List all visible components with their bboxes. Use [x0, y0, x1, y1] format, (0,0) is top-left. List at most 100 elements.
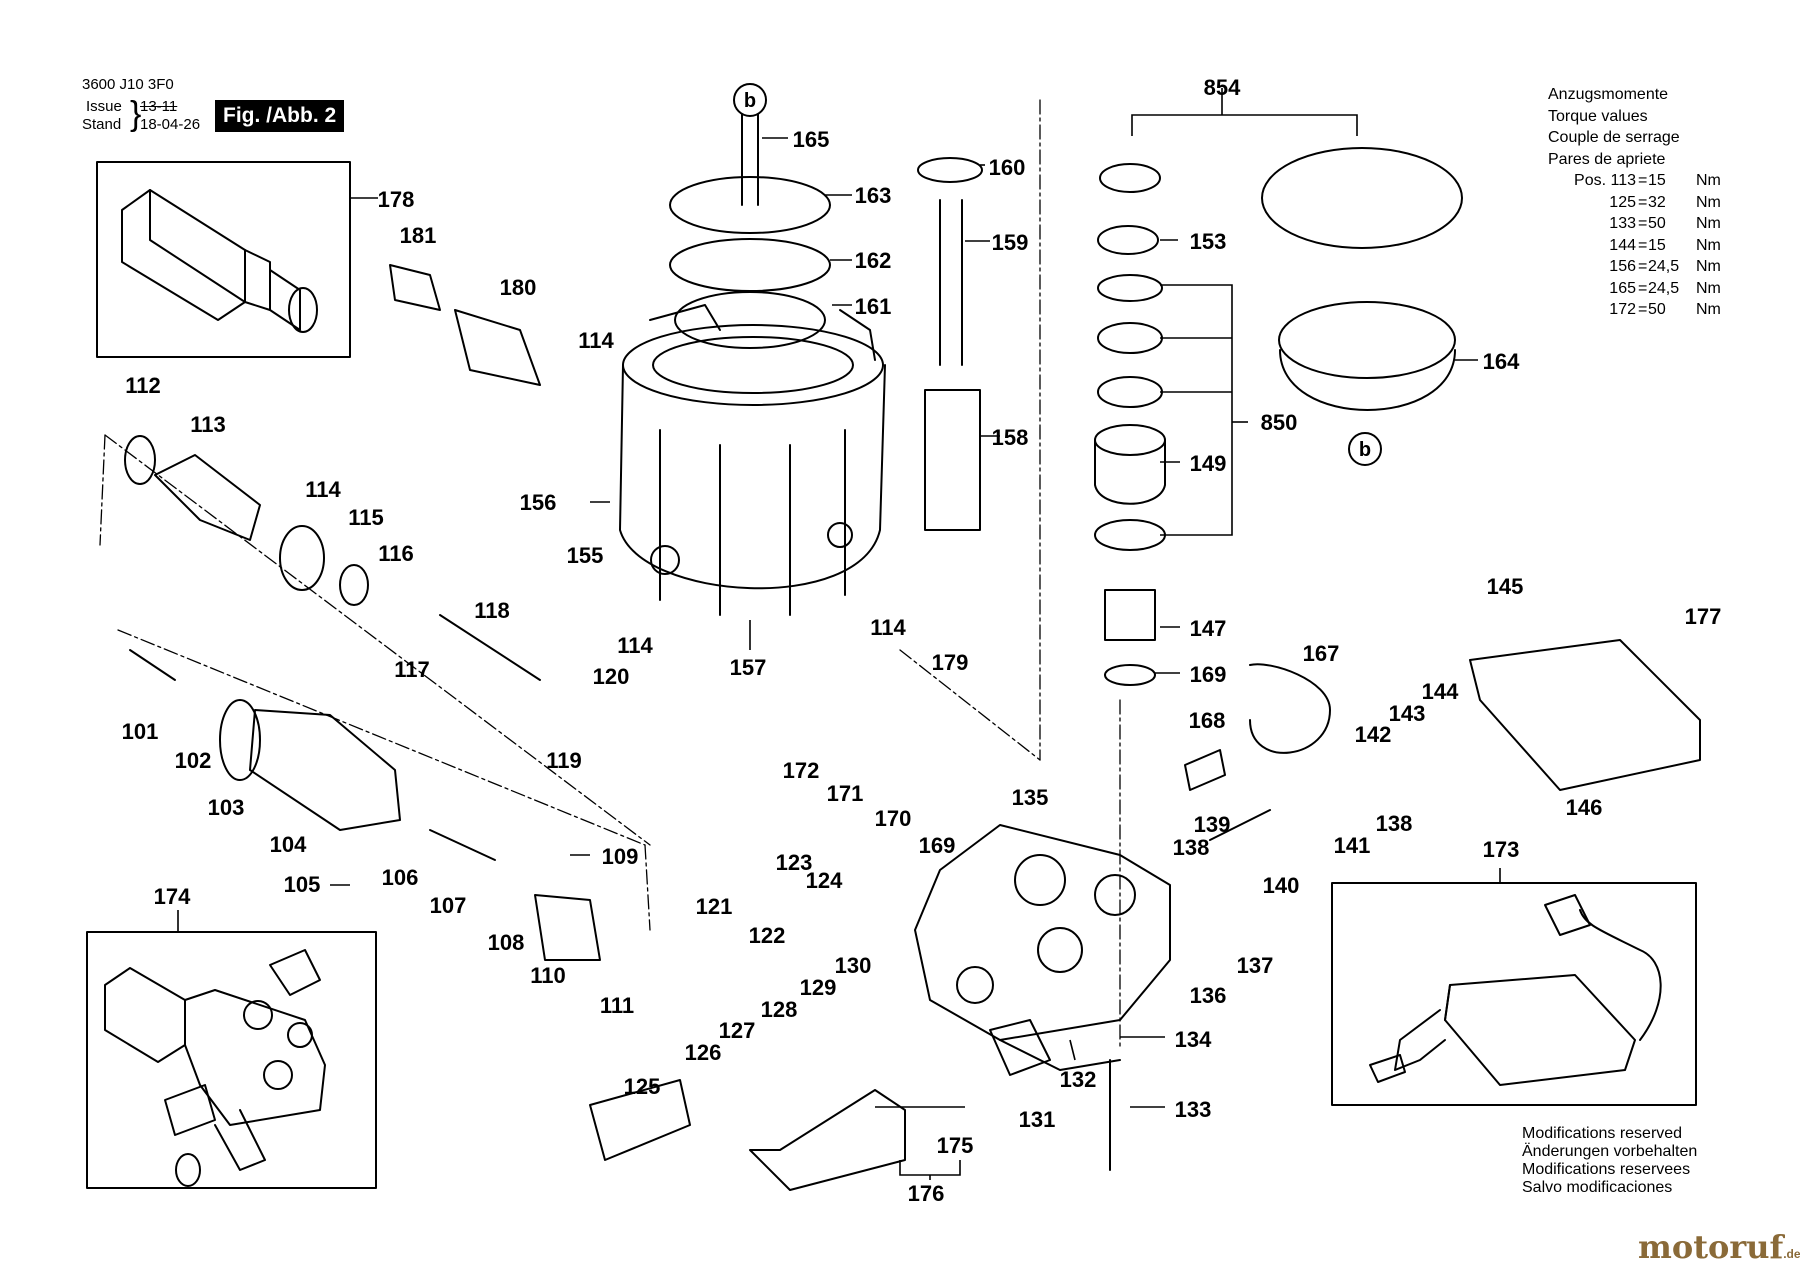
torque-unit: Nm: [1696, 215, 1721, 232]
header-brace: }: [130, 95, 142, 133]
torque-pos: 144: [1609, 236, 1636, 254]
part-169-drawing: [1104, 664, 1156, 686]
issue-label: Issue: [86, 98, 122, 115]
part-181-drawing: [389, 264, 441, 311]
torque-pos: Pos. 113: [1574, 172, 1636, 189]
part-164-drawing: [1279, 349, 1456, 411]
part-label: 178: [378, 187, 415, 212]
stand-label: Stand: [82, 116, 122, 133]
seal-ring-drawing: [1094, 519, 1166, 551]
part-number-labels: 101 102 103 104 105 106 107 108 109 110 …: [122, 75, 1722, 1206]
part-label: 850: [1261, 410, 1298, 435]
doc-number: 3600 J10 3F0: [82, 76, 174, 93]
part-label: 108: [488, 930, 525, 955]
part-label: 165: [793, 127, 830, 152]
part-label: 136: [1190, 983, 1227, 1008]
part-label: 167: [1303, 641, 1340, 666]
part-label: 114: [617, 633, 653, 658]
part-label: 170: [875, 806, 912, 831]
part-label: 163: [855, 183, 892, 208]
part-label: 146: [1566, 795, 1603, 820]
part-label: 128: [761, 997, 798, 1022]
torque-value: 32: [1648, 193, 1666, 211]
part-label: 143: [1389, 701, 1426, 726]
part-label: 125: [624, 1074, 661, 1099]
reference-mark-top: b: [733, 83, 767, 117]
part-label: 173: [1483, 837, 1520, 862]
part-157-drawing: [619, 304, 886, 616]
part-label: 104: [270, 832, 307, 857]
part-label: 180: [500, 275, 537, 300]
part-label: 119: [546, 748, 582, 773]
torque-unit: Nm: [1696, 193, 1721, 211]
part-label: 169: [919, 833, 956, 858]
figure-badge: Fig. /Abb. 2: [215, 100, 345, 132]
part-174-drawing: [104, 949, 326, 1187]
part-159-drawing: [939, 199, 963, 366]
part-label: 116: [378, 541, 414, 566]
torque-value: 24,5: [1648, 258, 1680, 275]
torque-pos: 165: [1609, 279, 1636, 297]
part-112-drawing: [124, 435, 156, 485]
part-113-drawing: [154, 454, 261, 541]
torque-unit: Nm: [1696, 172, 1721, 189]
part-160-drawing: [917, 157, 983, 183]
modifications-fr: Modifications reservees: [1522, 1161, 1691, 1178]
part-label: 114: [578, 328, 614, 353]
part-125-drawing: [589, 1079, 691, 1161]
part-label: 147: [1190, 616, 1227, 641]
part-147-drawing: [1104, 589, 1156, 641]
part-label: 131: [1019, 1107, 1056, 1132]
torque-title-en: Torque values: [1548, 107, 1648, 125]
reference-mark-text: b: [1359, 439, 1371, 461]
part-label: 144: [1422, 679, 1459, 704]
part-label: 122: [749, 923, 786, 948]
part-label: 145: [1487, 574, 1524, 599]
watermark-suffix: .de: [1783, 1247, 1800, 1261]
part-label: 138: [1173, 835, 1210, 860]
part-165-drawing: [741, 109, 759, 206]
part-label: 168: [1189, 708, 1226, 733]
inset-box-174: [86, 931, 377, 1189]
part-label: 113: [190, 412, 226, 437]
part-label: 123: [776, 850, 813, 875]
part-173-drawing: [1369, 894, 1662, 1086]
inset-box-178: [96, 161, 351, 358]
torque-unit: Nm: [1696, 258, 1721, 275]
part-164-top: [1278, 301, 1456, 379]
part-label: 126: [685, 1040, 722, 1065]
part-label: 158: [992, 425, 1029, 450]
reference-mark-bottom: b: [1348, 432, 1382, 466]
part-label: 109: [602, 844, 639, 869]
watermark: motoruf.de: [1638, 1228, 1800, 1266]
part-label: 114: [870, 615, 906, 640]
part-label: 137: [1237, 953, 1274, 978]
part-label: 115: [348, 505, 384, 530]
part-101-drawing: [129, 649, 176, 681]
part-label: 129: [800, 975, 837, 1000]
part-label: 135: [1012, 785, 1049, 810]
part-104-drawing: [249, 709, 401, 831]
part-140-drawing: [1209, 809, 1271, 841]
torque-value: 50: [1648, 301, 1666, 318]
modifications-en: Modifications reserved: [1522, 1125, 1683, 1142]
seal-ring-drawing: [1097, 274, 1163, 302]
part-label: 130: [835, 953, 872, 978]
part-label: 171: [827, 781, 864, 806]
part-168-drawing: [1184, 749, 1226, 791]
part-label: 149: [1190, 451, 1227, 476]
torque-table: Anzugsmomente Torque values Couple de se…: [1548, 84, 1732, 321]
part-label: 118: [474, 598, 510, 623]
part-178-drawing: [121, 189, 318, 333]
torque-pos: 156: [1609, 258, 1636, 275]
part-label: 179: [932, 650, 969, 675]
part-149-top: [1094, 424, 1166, 456]
part-label: 159: [992, 230, 1029, 255]
